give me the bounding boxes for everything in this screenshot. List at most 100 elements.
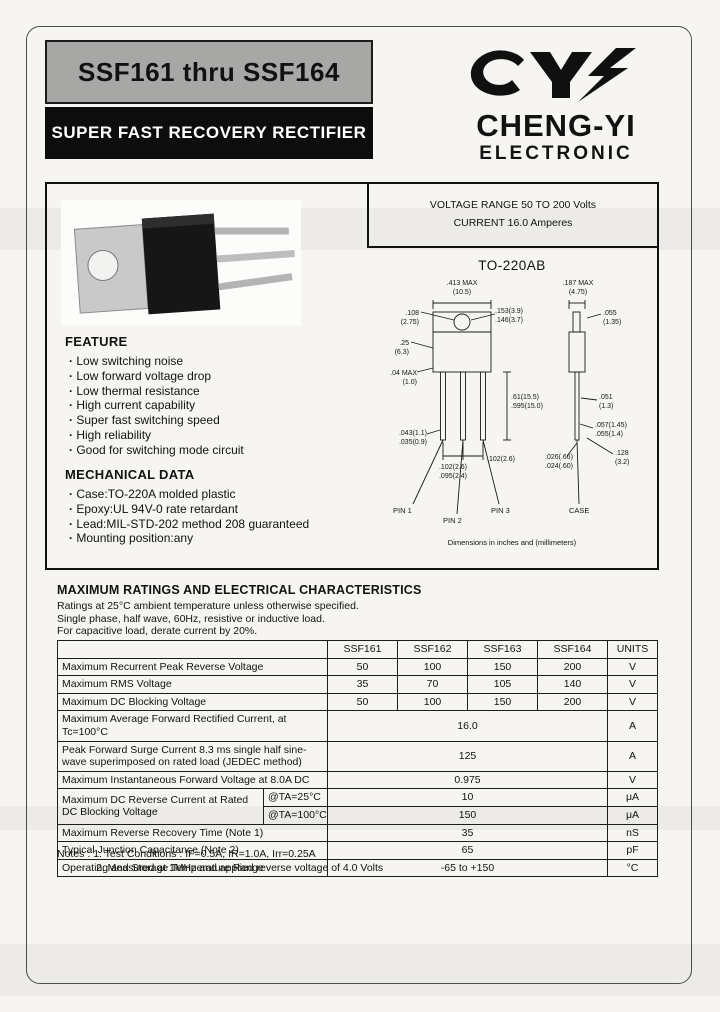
feature-item: Low switching noise [69,354,244,369]
condition-cell: @TA=100°C [263,805,328,825]
dimension-label: .051 (1.3) [599,394,614,410]
param-cell: Maximum RMS Voltage [57,675,328,694]
value-cell: 35 [327,675,398,694]
lead [214,227,289,235]
value-cell: 50 [327,692,398,712]
feature-heading: FEATURE [65,334,128,349]
part-header-ssf161: SSF161 [327,640,398,659]
feature-item: Low forward voltage drop [69,369,244,384]
units-header: UNITS [607,640,658,659]
table-row-ifsm: Peak Forward Surge Current 8.3 ms single… [57,740,658,772]
mounting-hole [87,249,119,281]
value-cell: 200 [537,657,608,677]
unit-cell: °C [607,858,658,878]
plastic-body [141,213,221,315]
param-cell: Maximum DC Blocking Voltage [57,692,328,712]
feature-item: High reliability [69,428,244,443]
ratings-condition: For capacitive load, derate current by 2… [57,625,258,637]
unit-cell: μA [607,788,658,807]
package-photo [61,200,301,326]
part-number-box: SSF161 thru SSF164 [45,40,373,104]
param-cell: Peak Forward Surge Current 8.3 ms single… [57,740,328,772]
spec-summary: VOLTAGE RANGE 50 TO 200 Volts CURRENT 16… [367,184,657,248]
table-row-vrms: Maximum RMS Voltage 35 70 105 140 V [57,675,658,694]
condition-cell: @TA=25°C [263,788,328,807]
footnote-1-text: 1. Test Conditions : IF=0.5A, IR=1.0A, I… [93,848,316,860]
package-name: TO-220AB [478,258,546,273]
voltage-range-text: VOLTAGE RANGE 50 TO 200 Volts [429,199,597,211]
value-cell: 140 [537,675,608,694]
unit-cell: V [607,657,658,677]
dimension-label: .04 MAX (1.0) [390,370,417,386]
scan-artifact [0,944,720,996]
value-cell: 150 [467,657,538,677]
unit-cell: V [607,770,658,790]
dimension-label: .187 MAX (4.75) [562,280,594,296]
dimension-label: .057(1.45) .055(1.4) [595,422,627,438]
param-cell: Maximum Reverse Recovery Time (Note 1) [57,823,328,843]
param-header-cell [57,640,328,659]
feature-item: Low thermal resistance [69,384,244,399]
unit-cell: V [607,692,658,712]
lead [216,250,295,263]
overview-box: VOLTAGE RANGE 50 TO 200 Volts CURRENT 16… [45,182,659,570]
table-row-tstg: Operating and Storage Temperature Range … [57,858,658,878]
footnotes: Notes : 1. Test Conditions : IF=0.5A, IR… [57,848,383,875]
value-cell: 35 [327,823,608,843]
pin-label: PIN 3 [491,506,510,515]
param-cell: Maximum Recurrent Peak Reverse Voltage [57,657,328,677]
feature-item: Super fast switching speed [69,413,244,428]
value-cell: 200 [537,692,608,712]
value-cell: 100 [397,692,468,712]
current-text: CURRENT 16.0 Amperes [453,217,573,230]
mechanical-item: Lead:MIL-STD-202 method 208 guaranteed [69,517,309,532]
unit-cell: A [607,710,658,742]
brand-subtitle: ELECTRONIC [479,143,633,164]
param-cell: Operating and Storage Temperature Range [57,858,328,878]
lead [218,273,293,291]
value-cell: -65 to +150 [327,858,608,878]
table-row-vrrm: Maximum Recurrent Peak Reverse Voltage 5… [57,657,658,677]
mechanical-item: Case:TO-220A molded plastic [69,487,309,502]
pin-label: PIN 1 [393,506,412,515]
unit-cell: pF [607,841,658,860]
ratings-conditions: Ratings at 25°C ambient temperature unle… [57,600,359,638]
part-header-ssf163: SSF163 [467,640,538,659]
value-cell: 50 [327,657,398,677]
dimension-label: .043(1.1) .035(0.9) [398,430,427,446]
unit-cell: μA [607,805,658,825]
param-cell: Typical Junction Capacitance (Note 2) [57,841,328,860]
dimension-label: .61(15.5) .595(15.0) [511,394,543,410]
unit-cell: nS [607,823,658,843]
footnote-1: Notes : 1. Test Conditions : IF=0.5A, IR… [57,848,383,862]
value-cell: 16.0 [327,710,608,742]
param-cell: Maximum Average Forward Rectified Curren… [57,710,328,742]
value-cell: 100 [397,657,468,677]
value-cell: 0.975 [327,770,608,790]
ratings-condition: Single phase, half wave, 60Hz, resistive… [57,612,325,625]
dimension-label: .026(.66) .024(.60) [545,454,574,470]
dimension-label: .055 (1.35) [603,310,622,326]
value-cell: 125 [327,740,608,772]
value-cell: 150 [327,805,608,825]
dimension-label: .128 (3.2) [615,450,630,466]
product-banner-text: SUPER FAST RECOVERY RECTIFIER [51,123,367,142]
table-row-vf: Maximum Instantaneous Forward Voltage at… [57,770,658,790]
mechanical-heading: MECHANICAL DATA [65,467,195,482]
unit-cell: V [607,675,658,694]
dimension-label: .108 (2.75) [400,310,419,326]
feature-item: High current capability [69,398,244,413]
package-drawing: TO-220AB [367,254,657,570]
pin-label: CASE [569,506,590,515]
product-banner: SUPER FAST RECOVERY RECTIFIER [45,107,373,159]
part-number-title: SSF161 thru SSF164 [78,56,340,87]
value-cell: 150 [467,692,538,712]
table-row-if-avg: Maximum Average Forward Rectified Curren… [57,710,658,742]
table-row-cj: Typical Junction Capacitance (Note 2) 65… [57,841,658,860]
cheng-yi-logo-icon [470,48,636,102]
table-header-row: SSF161 SSF162 SSF163 SSF164 UNITS [57,640,658,659]
table-row-trr: Maximum Reverse Recovery Time (Note 1) 3… [57,823,658,843]
part-header-ssf162: SSF162 [397,640,468,659]
dimension-label: .153(3.9) .146(3.7) [495,308,524,324]
dimension-label: .102(2.6) [487,456,516,463]
